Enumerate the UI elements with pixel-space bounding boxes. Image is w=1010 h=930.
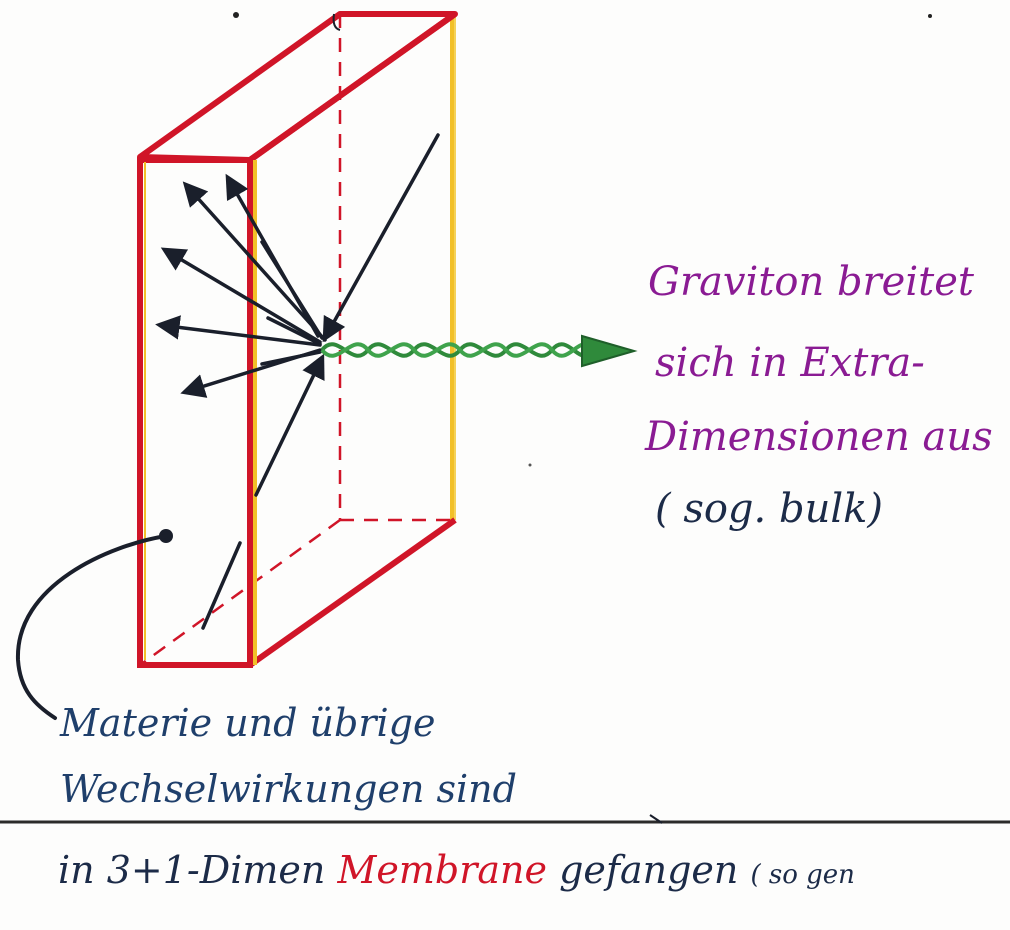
- graviton-label-line-2: sich in Extra-: [655, 340, 925, 386]
- bottom-text-part-1: in 3+1-Dimen: [58, 848, 326, 892]
- brane-particle-arrows: [155, 133, 440, 630]
- membrane-slab: [137, 11, 458, 668]
- graviton-label-line-4: ( sog. bulk): [655, 486, 883, 532]
- matter-pointer: [15, 529, 173, 720]
- paper-marks: [233, 12, 932, 467]
- bottom-text-part-4: ( so gen: [750, 860, 855, 890]
- matter-label-line-2: Wechselwirkungen sind: [60, 767, 517, 811]
- bottom-text-line: in 3+1-Dimen Membrane gefangen ( so gen: [58, 848, 855, 892]
- matter-label-line-1: Materie und übrige: [60, 701, 436, 745]
- bottom-text-part-3: gefangen: [559, 848, 739, 892]
- membrane-word: Membrane: [337, 848, 547, 892]
- graviton-wave: [320, 334, 638, 368]
- graviton-label-line-1: Graviton breitet: [648, 259, 974, 305]
- graviton-label-line-3: Dimensionen aus: [645, 414, 993, 460]
